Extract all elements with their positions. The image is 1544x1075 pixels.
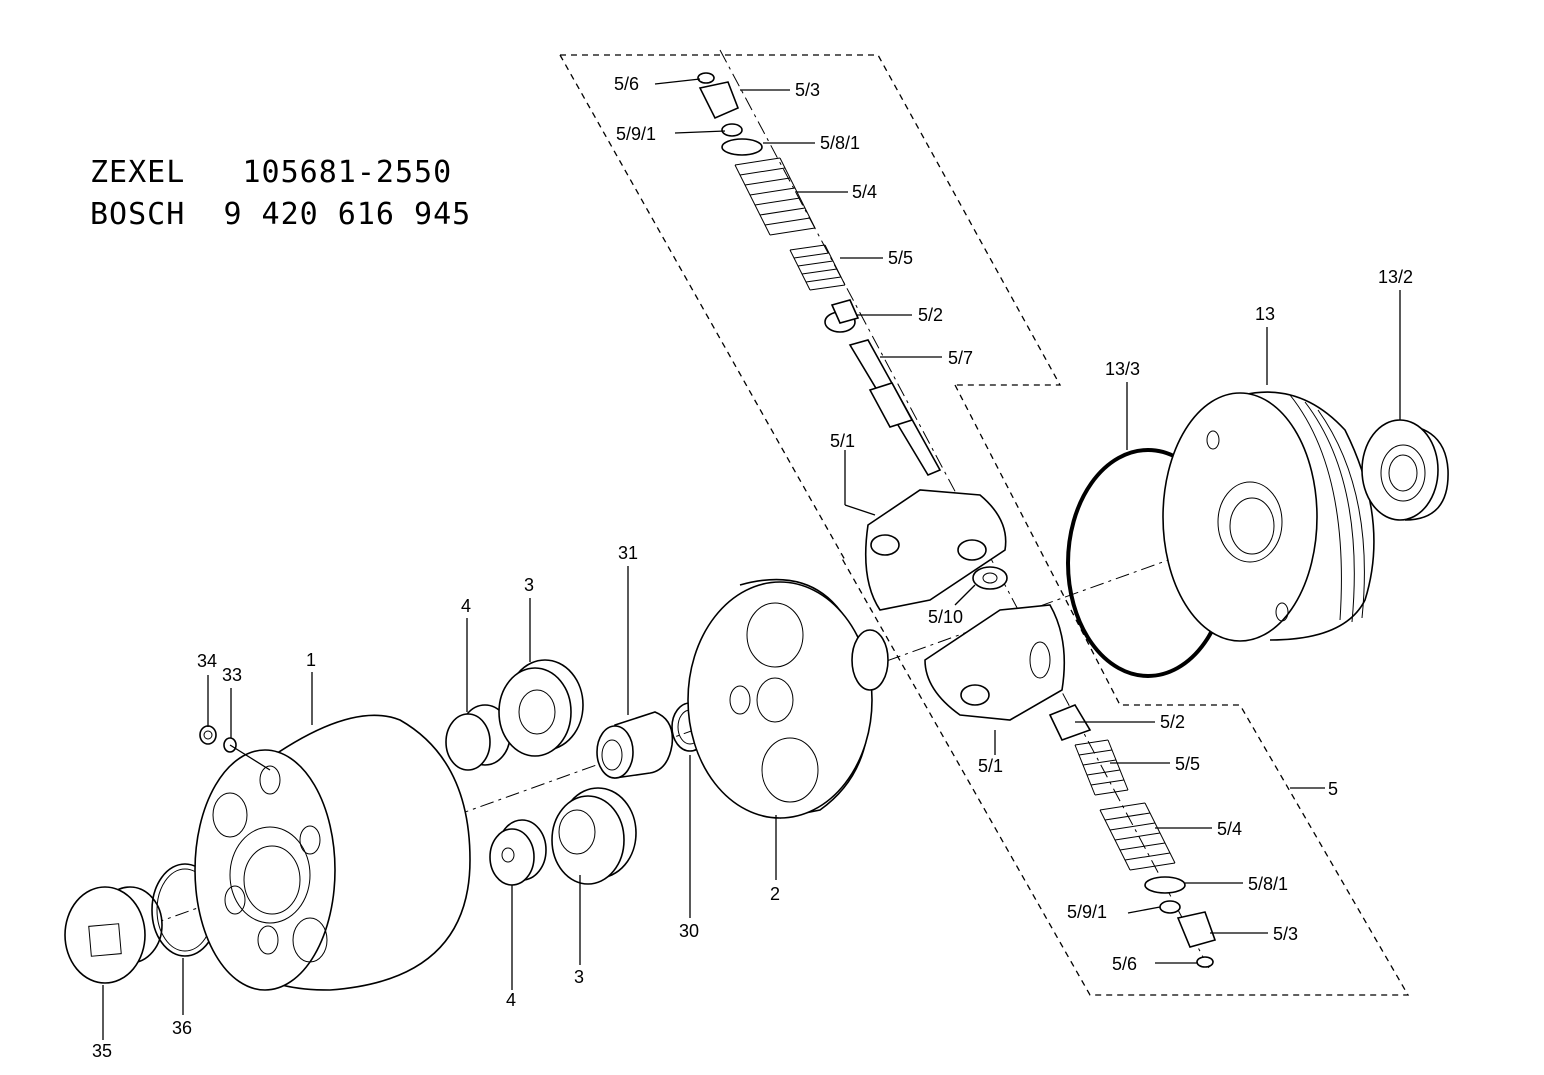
part-35-plug — [64, 886, 163, 984]
label-13-2: 13/2 — [1378, 267, 1413, 287]
label-top-5-8-1: 5/8/1 — [820, 133, 860, 153]
part-13-2-bearing — [1361, 419, 1449, 521]
label-bottom-5-8-1: 5/8/1 — [1248, 874, 1288, 894]
part-4-upper — [445, 704, 511, 771]
leader-lines — [102, 78, 1401, 1040]
label-bottom-5-6: 5/6 — [1112, 954, 1137, 974]
part-5-2-bottom — [1048, 704, 1092, 741]
label-36: 36 — [172, 1018, 192, 1038]
part-13-cover — [1162, 391, 1375, 642]
label-bottom-5-2: 5/2 — [1160, 712, 1185, 732]
part-3-upper — [498, 659, 584, 757]
label-top-5-9-1: 5/9/1 — [616, 124, 656, 144]
part-5-4-bottom-spring — [1099, 802, 1176, 871]
label-top-5-1: 5/1 — [830, 431, 855, 451]
label-1: 1 — [306, 650, 316, 670]
part-5-5-bottom-spring — [1074, 739, 1129, 796]
part-5-1-lower-block — [924, 604, 1066, 721]
part-5-9-1-top — [721, 123, 743, 137]
part-5-8-1-top — [721, 138, 763, 156]
part-5-6-top — [697, 72, 715, 84]
label-bottom-5-9-1: 5/9/1 — [1067, 902, 1107, 922]
part-5-4-top-spring — [734, 157, 816, 236]
label-13: 13 — [1255, 304, 1275, 324]
label-4-upper: 4 — [461, 596, 471, 616]
label-3-upper: 3 — [524, 575, 534, 595]
part-34-screw — [199, 725, 217, 745]
part-5-3-top — [698, 81, 740, 120]
label-bottom-5-5: 5/5 — [1175, 754, 1200, 774]
label-bottom-5-3: 5/3 — [1273, 924, 1298, 944]
label-33: 33 — [222, 665, 242, 685]
part-5-10-washer — [972, 566, 1008, 590]
part-5-1-upper-block — [864, 489, 1007, 611]
part-5-9-1-bottom — [1159, 900, 1181, 914]
group-outline-bottom — [839, 384, 1410, 996]
part-5-5-top-spring — [789, 244, 846, 291]
label-top-5-6: 5/6 — [614, 74, 639, 94]
callout-labels: 5/6 5/3 5/9/1 5/8/1 5/4 5/5 5/2 5/7 5/1 … — [92, 74, 1413, 1061]
label-35: 35 — [92, 1041, 112, 1061]
zexel-brand: ZEXEL — [90, 155, 186, 190]
zexel-part-number: 105681-2550 — [242, 155, 453, 190]
part-4-lower — [489, 819, 547, 886]
zexel-row: ZEXEL 105681-2550 — [90, 158, 452, 188]
label-4-lower: 4 — [506, 990, 516, 1010]
part-5-6-bottom — [1196, 956, 1214, 968]
label-5: 5 — [1328, 779, 1338, 799]
part-5-3-bottom — [1176, 911, 1217, 948]
label-top-5-4: 5/4 — [852, 182, 877, 202]
label-top-5-5: 5/5 — [888, 248, 913, 268]
group-outline-top — [559, 54, 1062, 561]
part-3-lower — [551, 787, 637, 885]
label-34: 34 — [197, 651, 217, 671]
part-2-disk — [687, 578, 889, 819]
bosch-brand: BOSCH — [90, 197, 186, 232]
part-1-housing — [194, 714, 471, 991]
label-bottom-5-1: 5/1 — [978, 756, 1003, 776]
label-bottom-5-4: 5/4 — [1217, 819, 1242, 839]
label-top-5-7: 5/7 — [948, 348, 973, 368]
label-2: 2 — [770, 884, 780, 904]
label-31: 31 — [618, 543, 638, 563]
bosch-row: BOSCH 9 420 616 945 — [90, 200, 471, 230]
part-5-2-top — [824, 299, 860, 333]
label-5-10: 5/10 — [928, 607, 963, 627]
label-30: 30 — [679, 921, 699, 941]
part-31-sleeve — [596, 711, 674, 779]
label-13-3: 13/3 — [1105, 359, 1140, 379]
label-3-lower: 3 — [574, 967, 584, 987]
label-top-5-2: 5/2 — [918, 305, 943, 325]
bosch-part-number: 9 420 616 945 — [223, 197, 472, 232]
part-5-8-1-bottom — [1144, 876, 1186, 894]
label-top-5-3: 5/3 — [795, 80, 820, 100]
part-5-7-plunger — [848, 339, 942, 477]
